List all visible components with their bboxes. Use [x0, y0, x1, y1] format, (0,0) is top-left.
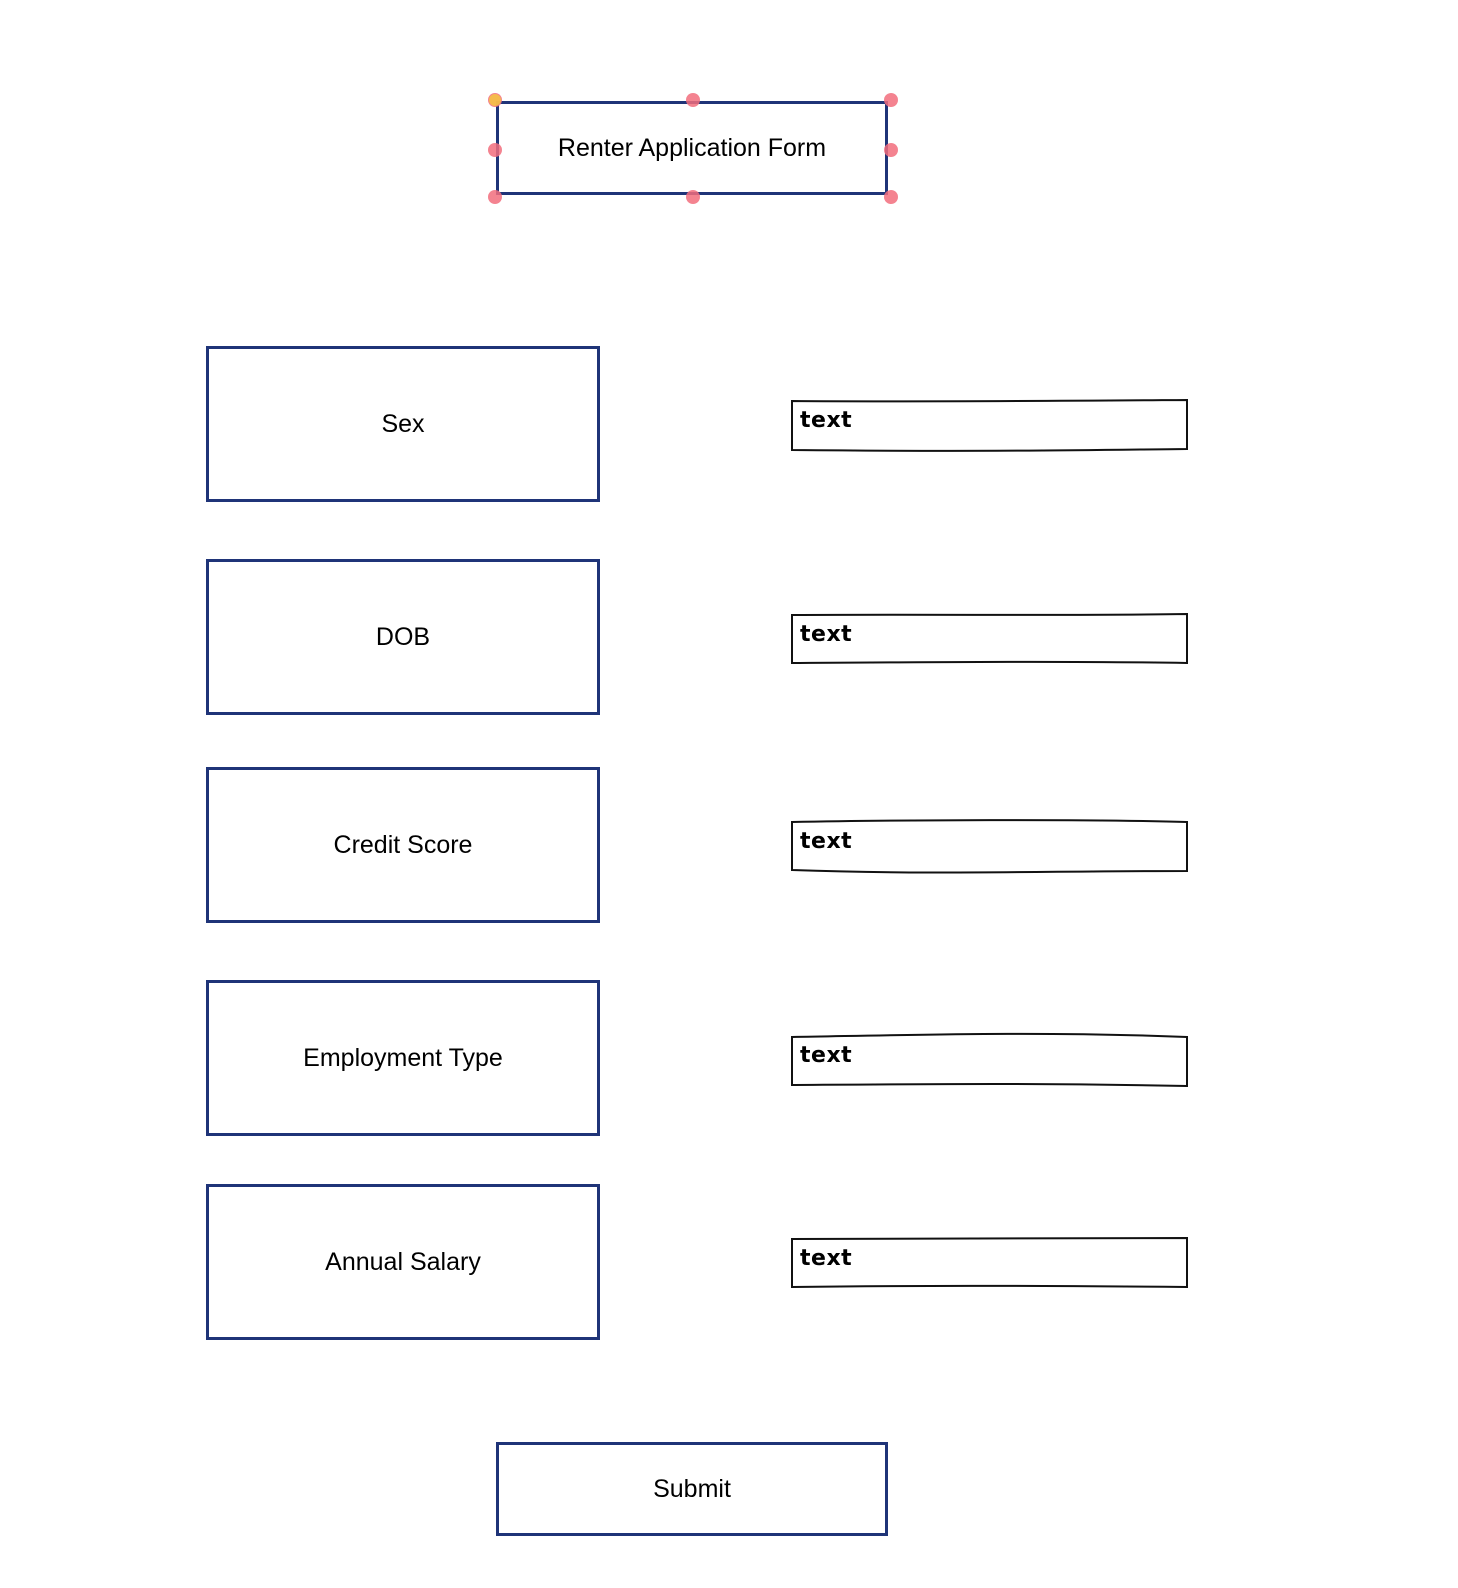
text-field-value-annual-salary: text [800, 1246, 853, 1271]
field-label-box-dob[interactable]: DOB [206, 559, 600, 715]
text-field-dob[interactable]: text [790, 612, 1190, 668]
field-label-dob: DOB [375, 622, 431, 651]
form-title-box[interactable]: Renter Application Form [496, 101, 888, 195]
text-field-sex[interactable]: text [790, 398, 1190, 454]
field-label-credit-score: Credit Score [333, 830, 473, 859]
selection-anchor-handle[interactable] [489, 94, 501, 106]
field-label-box-credit-score[interactable]: Credit Score [206, 767, 600, 923]
selection-handle-top-right[interactable] [884, 93, 898, 107]
text-field-outline [791, 819, 1188, 874]
selection-handle-bottom-right[interactable] [884, 190, 898, 204]
text-field-outline [791, 1032, 1188, 1088]
selection-handle-middle-left[interactable] [488, 143, 502, 157]
text-field-outline [791, 612, 1188, 665]
field-label-box-sex[interactable]: Sex [206, 346, 600, 502]
text-field-value-employment-type: text [800, 1043, 853, 1068]
selection-handle-bottom-middle[interactable] [686, 190, 700, 204]
text-field-value-credit-score: text [800, 829, 853, 854]
field-label-annual-salary: Annual Salary [325, 1247, 481, 1276]
field-label-box-employment-type[interactable]: Employment Type [206, 980, 600, 1136]
form-title: Renter Application Form [557, 133, 827, 162]
text-field-outline [791, 398, 1188, 452]
selection-handle-top-middle[interactable] [686, 93, 700, 107]
text-field-value-dob: text [800, 622, 853, 647]
text-field-annual-salary[interactable]: text [790, 1236, 1190, 1292]
text-field-credit-score[interactable]: text [790, 819, 1190, 875]
field-label-sex: Sex [381, 409, 425, 438]
field-label-employment-type: Employment Type [303, 1043, 503, 1072]
submit-button-label: Submit [653, 1474, 731, 1503]
text-field-outline [791, 1236, 1188, 1289]
submit-button[interactable]: Submit [496, 1442, 888, 1536]
selection-handle-middle-right[interactable] [884, 143, 898, 157]
field-label-box-annual-salary[interactable]: Annual Salary [206, 1184, 600, 1340]
text-field-value-sex: text [800, 408, 853, 433]
text-field-employment-type[interactable]: text [790, 1032, 1190, 1089]
selection-handle-bottom-left[interactable] [488, 190, 502, 204]
